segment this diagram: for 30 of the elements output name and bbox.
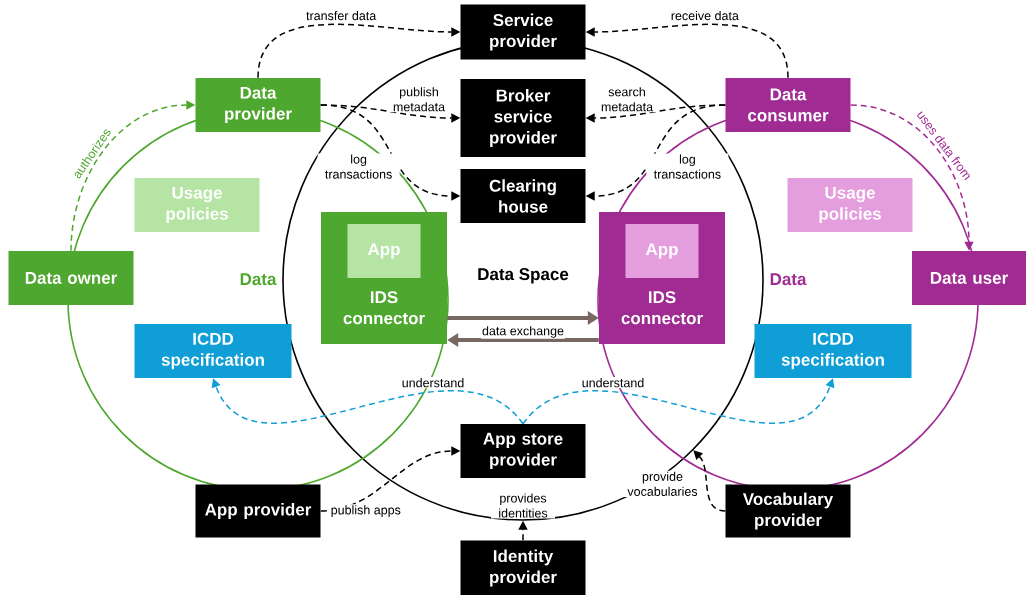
role-box: Clearing house: [460, 169, 586, 223]
role-box: Service provider: [460, 4, 586, 60]
specification-box: ICDD specification: [134, 324, 292, 378]
edge-label: understand: [400, 377, 466, 389]
policy-box: Usage policies: [134, 178, 260, 232]
role-box: Broker service provider: [460, 79, 586, 157]
edge-label: receive data: [669, 10, 740, 22]
edge-label: provide vocabularies: [621, 470, 704, 497]
edge-label: transfer data: [305, 10, 378, 22]
role-box: App provider: [195, 484, 321, 538]
edge-label: search metadata: [595, 86, 659, 113]
role-box: Data provider: [195, 78, 321, 132]
policy-box: Usage policies: [787, 178, 913, 232]
role-box: App store provider: [460, 424, 586, 478]
app-box: App: [625, 224, 699, 278]
app-box: App: [347, 224, 421, 278]
edge-label: data exchange: [481, 325, 565, 339]
role-box: Vocabulary provider: [725, 484, 851, 538]
role-box: Data user: [912, 251, 1026, 305]
specification-box: ICDD specification: [754, 324, 912, 378]
edge-label: log transactions: [317, 153, 400, 180]
edge-label: understand: [580, 377, 646, 389]
edge-label: log transactions: [646, 153, 729, 180]
role-box: Data owner: [8, 251, 134, 305]
edge-label: publish apps: [329, 504, 402, 518]
edge-label: provides identities: [491, 492, 555, 519]
edge-label: publish metadata: [387, 86, 451, 113]
arrow: [693, 450, 727, 512]
role-box: Data consumer: [725, 78, 851, 132]
role-box: Identity provider: [460, 540, 586, 595]
